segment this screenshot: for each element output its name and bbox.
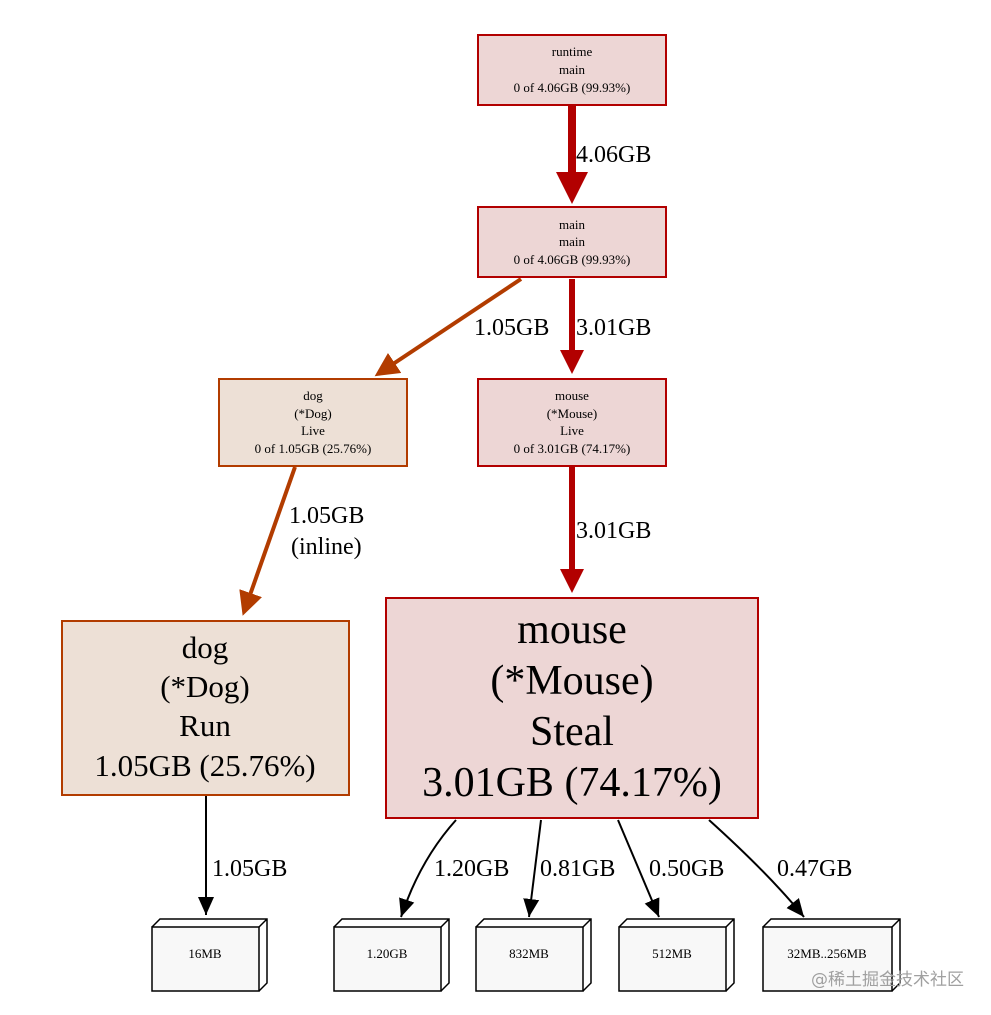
box-32mb-256mb-label: 32MB..256MB xyxy=(787,946,867,961)
node-dog-run[interactable]: dog (*Dog) Run 1.05GB (25.76%) xyxy=(61,620,350,796)
node-mouse-live-function: Live xyxy=(560,423,584,438)
node-mouse-live-package: mouse xyxy=(555,388,589,403)
edge-steal-to-32mb xyxy=(708,819,805,918)
box-32mb-256mb[interactable]: 32MB..256MB xyxy=(762,918,901,992)
node-dog-live-receiver: (*Dog) xyxy=(294,406,332,421)
node-dog-live-value: 0 of 1.05GB (25.76%) xyxy=(255,441,372,456)
edge-steal-to-120gb xyxy=(399,819,457,918)
edge-label-runtime-to-main: 4.06GB xyxy=(576,142,651,168)
box-120gb[interactable]: 1.20GB xyxy=(333,918,450,992)
node-mouse-live-value: 0 of 3.01GB (74.17%) xyxy=(514,441,631,456)
node-main-main-function: main xyxy=(559,234,585,249)
node-mouse-steal[interactable]: mouse (*Mouse) Steal 3.01GB (74.17%) xyxy=(385,597,759,819)
edge-label-main-to-dog-live: 1.05GB xyxy=(474,315,549,341)
edge-label-mouse-live-to-steal: 3.01GB xyxy=(576,518,651,544)
box-512mb[interactable]: 512MB xyxy=(618,918,735,992)
node-runtime-main[interactable]: runtime main 0 of 4.06GB (99.93%) xyxy=(477,34,667,106)
edge-label-dog-live-to-run-inline: (inline) xyxy=(291,534,362,560)
box-16mb[interactable]: 16MB xyxy=(151,918,268,992)
edge-label-dog-run-to-16mb: 1.05GB xyxy=(212,856,287,882)
edge-steal-to-832mb xyxy=(523,819,542,918)
node-main-main-value: 0 of 4.06GB (99.93%) xyxy=(514,252,631,267)
edge-label-steal-to-512mb: 0.50GB xyxy=(649,856,724,882)
edge-label-dog-live-to-run-size: 1.05GB xyxy=(289,503,364,529)
node-mouse-live[interactable]: mouse (*Mouse) Live 0 of 3.01GB (74.17%) xyxy=(477,378,667,467)
node-dog-run-value: 1.05GB (25.76%) xyxy=(94,748,315,783)
box-512mb-label: 512MB xyxy=(652,946,692,961)
edge-label-steal-to-32mb: 0.47GB xyxy=(777,856,852,882)
node-dog-live-package: dog xyxy=(303,388,323,403)
node-runtime-main-function: main xyxy=(559,62,585,77)
node-dog-run-receiver: (*Dog) xyxy=(160,669,250,704)
box-832mb-label: 832MB xyxy=(509,946,549,961)
node-dog-live[interactable]: dog (*Dog) Live 0 of 1.05GB (25.76%) xyxy=(218,378,408,467)
watermark-text: @稀土掘金技术社区 xyxy=(811,970,964,990)
node-dog-live-function: Live xyxy=(301,423,325,438)
box-16mb-label: 16MB xyxy=(188,946,222,961)
edge-main-to-dog-live xyxy=(374,277,523,377)
node-mouse-live-receiver: (*Mouse) xyxy=(547,406,598,421)
node-runtime-main-value: 0 of 4.06GB (99.93%) xyxy=(514,80,631,95)
edge-label-main-to-mouse-live: 3.01GB xyxy=(576,315,651,341)
node-mouse-steal-function: Steal xyxy=(530,709,614,755)
node-main-main-package: main xyxy=(559,217,585,232)
node-mouse-steal-receiver: (*Mouse) xyxy=(490,658,653,704)
box-120gb-label: 1.20GB xyxy=(367,946,408,961)
edge-label-steal-to-120gb: 1.20GB xyxy=(434,856,509,882)
node-runtime-main-package: runtime xyxy=(552,44,593,59)
node-mouse-steal-package: mouse xyxy=(517,607,627,653)
edge-steal-to-512mb xyxy=(617,819,660,918)
box-832mb[interactable]: 832MB xyxy=(475,918,592,992)
node-dog-run-package: dog xyxy=(182,630,229,665)
node-dog-run-function: Run xyxy=(179,708,231,743)
node-mouse-steal-value: 3.01GB (74.17%) xyxy=(422,760,722,806)
edge-label-steal-to-832mb: 0.81GB xyxy=(540,856,615,882)
edge-dog-live-to-run xyxy=(239,466,297,616)
node-main-main[interactable]: main main 0 of 4.06GB (99.93%) xyxy=(477,206,667,278)
